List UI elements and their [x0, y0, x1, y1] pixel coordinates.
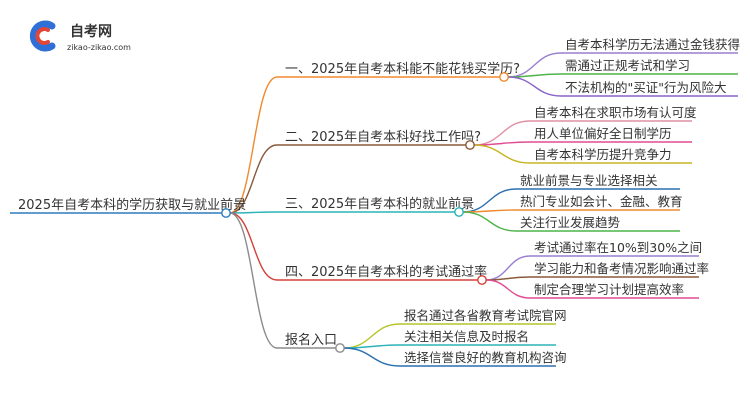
branch-2-leaf-1-label: 自考本科在求职市场有认可度 [534, 105, 697, 120]
branch-1-collapse-toggle[interactable] [499, 72, 509, 82]
branch-connector [229, 212, 278, 349]
leaf-connector [343, 347, 401, 367]
branch-4-collapse-toggle[interactable] [477, 275, 487, 285]
branch-1-label: 一、2025年自考本科能不能花钱买学历? [285, 61, 520, 77]
leaf-connector [462, 211, 517, 232]
leaf-connector [485, 279, 531, 299]
branch-connector [229, 211, 278, 214]
branch-4-leaf-2-label: 学习能力和备考情况影响通过率 [534, 261, 709, 276]
branch-2-label: 二、2025年自考本科好找工作吗? [285, 130, 481, 145]
leaf-connector [473, 144, 531, 164]
branch-3-collapse-toggle[interactable] [454, 207, 464, 217]
root-topic-label: 2025年自考本科的学历获取与就业前景 [18, 197, 246, 213]
branch-4-label: 四、2025年自考本科的考试通过率 [285, 264, 487, 280]
branch-1-leaf-2-label: 需通过正规考试和学习 [565, 58, 690, 73]
branch-1-leaf-3-label: 不法机构的"买证"行为风险大 [565, 80, 727, 95]
leaf-connector [343, 323, 401, 349]
logo-title: 自考网 [70, 23, 112, 40]
branch-4-leaf-3-label: 制定合理学习计划提高效率 [534, 282, 684, 297]
branch-1-leaf-1-label: 自考本科学历无法通过金钱获得 [565, 37, 740, 52]
branch-5-leaf-2-label: 关注相关信息及时报名 [404, 329, 529, 344]
root-collapse-toggle[interactable] [221, 208, 231, 218]
branch-5-label: 报名入口 [285, 332, 337, 348]
leaf-connector [485, 255, 531, 281]
branch-5-leaf-3-label: 选择信誉良好的教育机构咨询 [404, 350, 567, 365]
leaf-connector [473, 120, 531, 146]
branch-2-leaf-2-label: 用人单位偏好全日制学历 [534, 126, 672, 141]
branch-3-leaf-1-label: 就业前景与专业选择相关 [520, 173, 658, 188]
leaf-connector [507, 76, 562, 97]
site-logo[interactable]: 自考网 zikao-zikao.com [29, 20, 131, 52]
node-layer: 2025年自考本科的学历获取与就业前景 一、2025年自考本科能不能花钱买学历? 自… [18, 37, 740, 365]
connector-layer [10, 52, 738, 367]
branch-5-collapse-toggle[interactable] [335, 343, 345, 353]
logo-arc-blue-icon [29, 20, 56, 52]
logo-arc-red-icon [35, 27, 50, 45]
branch-3-leaf-2-label: 热门专业如会计、金融、教育 [520, 194, 683, 209]
branch-5-leaf-1-label: 报名通过各省教育考试院官网 [404, 308, 567, 323]
branch-2-collapse-toggle[interactable] [465, 140, 475, 150]
branch-2-leaf-3-label: 自考本科学历提升竞争力 [534, 147, 672, 162]
branch-connector [229, 144, 278, 214]
branch-connector [229, 212, 278, 281]
branch-3-label: 三、2025年自考本科的就业前景 [285, 196, 474, 212]
logo-domain: zikao-zikao.com [67, 43, 131, 52]
branch-3-leaf-3-label: 关注行业发展趋势 [520, 215, 621, 230]
branch-4-leaf-1-label: 考试通过率在10%到30%之间 [534, 240, 702, 255]
branch-connector [229, 76, 278, 214]
